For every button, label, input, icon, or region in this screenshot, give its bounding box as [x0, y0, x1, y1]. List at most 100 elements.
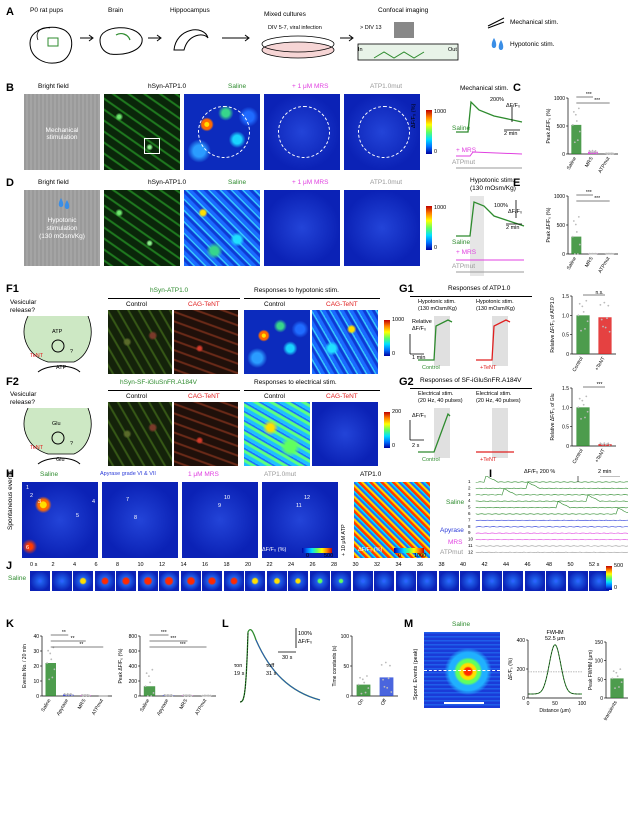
data-point: [575, 231, 578, 233]
y-tick-label: 1000: [554, 194, 565, 200]
data-point: [576, 139, 579, 142]
data-point: [71, 694, 73, 697]
f1-cag-label: CAG-TeNT: [188, 301, 220, 308]
j-timelapse-frame: [546, 571, 566, 591]
f2-control-image: [108, 402, 172, 466]
bar: [610, 678, 624, 698]
g1-tent: +TeNT: [480, 365, 497, 371]
g2-stim1b: (20 Hz, 40 pulses): [418, 398, 463, 404]
y-tick-label: 0: [346, 694, 349, 700]
data-point: [51, 676, 54, 679]
f1-tent-image: [174, 310, 238, 374]
i-mrs-label: MRS: [448, 539, 463, 546]
colorbar-label: ΔF/F₀ (%): [358, 547, 383, 553]
j-timelapse-frame: [567, 571, 588, 591]
e-title2: (130 mOsm/Kg): [470, 185, 516, 192]
y-tick-label: 1.0: [562, 405, 569, 411]
j-time-label: 0 s: [30, 562, 38, 568]
data-point: [576, 253, 579, 255]
data-point: [573, 253, 576, 255]
j-time-label: 32: [374, 562, 381, 568]
f2-glu2-label: Glu: [56, 457, 65, 463]
x-tick-label: 0: [527, 701, 530, 707]
j-time-label: 6: [94, 562, 98, 568]
data-point: [606, 443, 608, 446]
y-tick-label: 10: [33, 679, 39, 685]
j-time-label: 44: [503, 562, 510, 568]
colorbar: [384, 412, 390, 448]
j-timelapse-frame: [438, 571, 459, 591]
d-hypo-text: Hypotonic: [47, 217, 77, 224]
data-point: [152, 692, 155, 694]
d-saline-label: Saline: [228, 179, 247, 186]
j-time-label: 48: [546, 562, 553, 568]
data-point: [383, 685, 386, 688]
x-tick-label: ATPmut: [194, 697, 208, 716]
data-point: [590, 151, 593, 154]
panel-label-f2: F2: [6, 376, 19, 388]
stim-circle: [358, 106, 410, 158]
g1-relative: Relative: [412, 319, 432, 325]
data-point: [594, 149, 597, 152]
sig-label: ***: [594, 196, 600, 202]
colorbar-max: 1000: [434, 205, 447, 211]
y-tick-label: 500: [557, 124, 566, 130]
h-mut-image: [262, 482, 338, 558]
hsyn-atp-image: [104, 94, 180, 170]
f2-cag2-label: CAG-TeNT: [326, 393, 358, 400]
trace-row-number: 4: [468, 498, 471, 503]
x-tick-label: Apyrase: [156, 698, 170, 717]
trace-row-number: 2: [468, 485, 471, 490]
stim-circle: [198, 106, 250, 158]
data-point: [608, 330, 611, 333]
f1-question: release?: [10, 307, 35, 314]
trace-row-number: 6: [468, 511, 471, 516]
j-time-label: 30: [352, 562, 359, 568]
y-axis-label: Peak FWHM (μm): [588, 650, 594, 690]
synapse-diagram: [23, 316, 92, 373]
e-mut-legend: ATPmut: [452, 263, 475, 270]
data-point: [145, 672, 148, 675]
data-point: [586, 410, 589, 413]
trace-line: [475, 551, 629, 554]
panel-label-c: C: [513, 82, 521, 94]
arrow-icon: [222, 34, 250, 42]
m-profile-line: [424, 670, 500, 671]
h-mut-label: ATP1.0mut: [264, 471, 297, 478]
x-tick-label: ATPmut: [597, 155, 611, 174]
j-timelapse-frame: [202, 571, 222, 591]
data-point: [612, 152, 615, 155]
j-time-label: 26: [309, 562, 316, 568]
i-mut-label: ATPmut: [440, 549, 463, 556]
data-point: [574, 113, 577, 116]
out-label: Out: [448, 47, 457, 53]
data-point: [607, 442, 610, 445]
c-mut-legend: ATPmut: [452, 159, 475, 166]
hypo-stim-label: Hypotonic stim.: [510, 41, 555, 48]
data-point: [585, 395, 588, 398]
data-point: [88, 694, 91, 697]
l-scale-y: 100%: [298, 631, 313, 637]
data-point: [46, 662, 48, 664]
j-timelapse-frame: [73, 571, 93, 591]
data-point: [604, 326, 607, 329]
trace-line: [475, 481, 629, 490]
x-tick-label: MRS: [584, 155, 595, 168]
data-point: [577, 215, 580, 218]
data-point: [571, 123, 574, 126]
colorbar-min: 0: [614, 585, 618, 591]
sig-label: ***: [161, 630, 167, 636]
g1-control: Control: [422, 365, 440, 371]
j-time-label: 16: [202, 562, 209, 568]
data-point: [578, 302, 581, 305]
y-tick-label: 150: [595, 640, 604, 646]
hippocampus-label: Hippocampus: [170, 7, 210, 14]
y-axis-label: Relative ΔF/F₀ of Glu: [550, 393, 556, 440]
trace-row-number: 12: [468, 549, 474, 554]
y-axis-label: ΔF/F₀ (%): [508, 658, 514, 680]
trace-line: [475, 532, 629, 534]
bar: [576, 407, 590, 446]
event-number: 9: [218, 503, 222, 509]
data-point: [580, 329, 582, 332]
event-number: 5: [76, 513, 80, 519]
